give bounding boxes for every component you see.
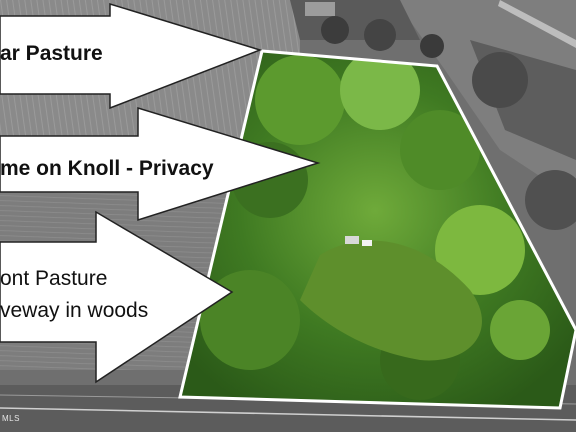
dark-tree xyxy=(321,16,349,44)
vehicle xyxy=(362,240,372,246)
arrow-1-label: ar Pasture xyxy=(0,42,103,65)
road-line xyxy=(0,407,576,421)
arrow-2-label: me on Knoll - Privacy xyxy=(0,157,214,180)
distant-road xyxy=(498,0,576,48)
arrow-1 xyxy=(0,2,263,110)
parcel-boundary xyxy=(178,49,576,410)
arrow-3-label-line-2: veway in woods xyxy=(0,299,149,322)
right-tree-cluster xyxy=(472,52,528,108)
arrow-3 xyxy=(0,210,234,384)
dark-tree xyxy=(364,19,396,51)
arrow-3-label-line-1: ont Pasture xyxy=(0,267,108,290)
lawn-clearing xyxy=(300,240,482,361)
arrow-2 xyxy=(0,106,321,222)
small-structure xyxy=(345,236,359,244)
right-trees xyxy=(525,170,576,230)
dark-tree xyxy=(420,34,444,58)
mls-watermark: MLS xyxy=(2,414,20,423)
distant-house xyxy=(305,2,335,16)
